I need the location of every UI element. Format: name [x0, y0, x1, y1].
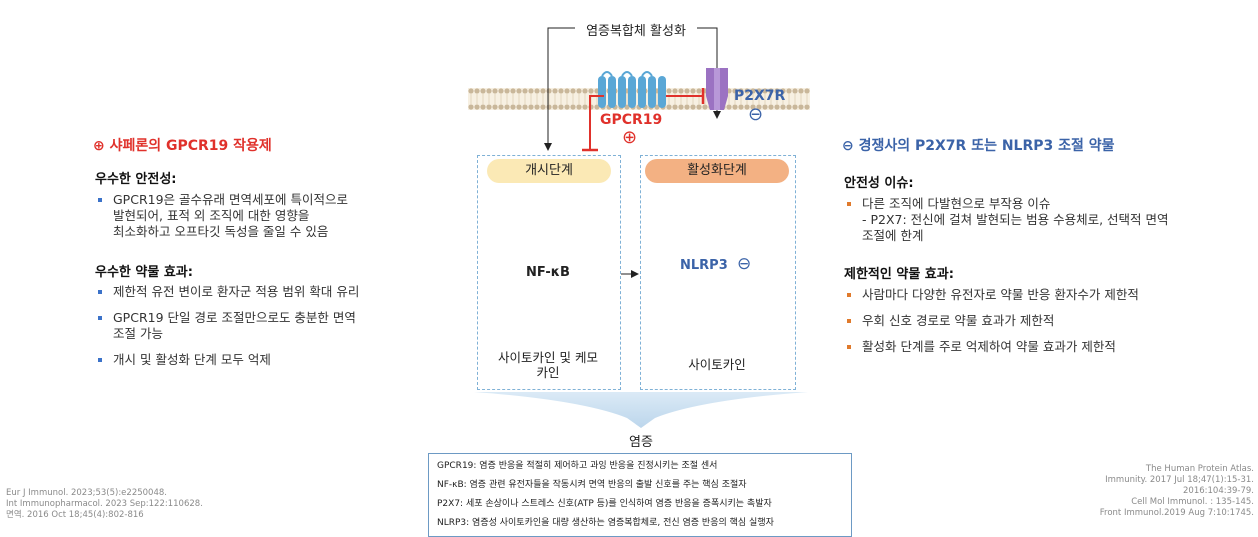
list-item: GPCR19은 골수유래 면역세포에 특이적으로 발현되어, 표적 외 조직에 …: [95, 192, 435, 240]
right-safety-list: 다른 조직에 다발현으로 부작용 이슈 - P2X7: 전신에 걸쳐 발현되는 …: [844, 196, 1244, 254]
list-item: 활성화 단계를 주로 억제하여 약물 효과가 제한적: [844, 339, 1244, 355]
activation-stage-label: 활성화단계: [645, 159, 789, 183]
right-section-heading-safety: 안전성 이슈:: [844, 176, 914, 191]
list-item: GPCR19 단일 경로 조절만으로도 충분한 면역 조절 가능: [95, 310, 435, 342]
glossary-box: GPCR19: 염증 반응을 적절히 제어하고 과잉 반응을 진정시키는 조절 …: [428, 453, 852, 537]
right-section-heading-efficacy: 제한적인 약물 효과:: [844, 267, 954, 282]
nlrp3-label: NLRP3: [680, 258, 728, 273]
gpcr19-receptor-icon: [598, 71, 666, 108]
list-item: 개시 및 활성화 단계 모두 억제: [95, 352, 435, 368]
inflammation-funnel: [474, 392, 808, 428]
activation-output-label: 사이토카인: [688, 357, 746, 372]
left-efficacy-list: 제한적 유전 변이로 환자군 적용 범위 확대 유리 GPCR19 단일 경로 …: [95, 284, 435, 378]
inflammasome-activation-label: 염증복합체 활성화: [586, 24, 686, 39]
left-section-heading-efficacy: 우수한 약물 효과:: [95, 265, 193, 280]
p2x7r-minus-icon: ⊖: [748, 104, 764, 125]
references-right: The Human Protein Atlas. Immunity. 2017 …: [1099, 464, 1254, 518]
priming-stage-label: 개시단계: [487, 159, 611, 183]
p2x7r-label: P2X7R: [734, 88, 786, 104]
glossary-item: NLRP3: 염증성 사이토카인을 대량 생산하는 염증복합체로, 전신 염증 …: [437, 518, 774, 528]
glossary-item: NF-κB: 염증 관련 유전자들을 작동시켜 면역 반응의 출발 신호를 주는…: [437, 480, 747, 490]
left-section-heading-safety: 우수한 안전성:: [95, 172, 177, 187]
nfkb-label: NF-κB: [526, 265, 570, 280]
right-panel-title: ⊖ 경쟁사의 P2X7R 또는 NLRP3 조절 약물: [842, 138, 1115, 154]
left-safety-list: GPCR19은 골수유래 면역세포에 특이적으로 발현되어, 표적 외 조직에 …: [95, 192, 435, 250]
list-item: 제한적 유전 변이로 환자군 적용 범위 확대 유리: [95, 284, 435, 300]
activation-stage-box: [640, 155, 796, 390]
list-item: 사람마다 다양한 유전자로 약물 반응 환자수가 제한적: [844, 287, 1244, 303]
nlrp3-minus-icon: ⊖: [737, 254, 752, 274]
glossary-item: GPCR19: 염증 반응을 적절히 제어하고 과잉 반응을 진정시키는 조절 …: [437, 461, 718, 471]
glossary-item: P2X7: 세포 손상이나 스트레스 신호(ATP 등)를 인식하여 염증 반응…: [437, 499, 772, 509]
list-item: 우회 신호 경로로 약물 효과가 제한적: [844, 313, 1244, 329]
priming-output-label: 사이토카인 및 케모 카인: [498, 350, 598, 380]
activation-arrow-left: [547, 27, 575, 40]
priming-stage-box: [477, 155, 621, 390]
gpcr19-plus-icon: ⊕: [622, 127, 638, 148]
list-item: 다른 조직에 다발현으로 부작용 이슈 - P2X7: 전신에 걸쳐 발현되는 …: [844, 196, 1244, 244]
inflammation-label: 염증: [629, 435, 653, 450]
left-panel-title: ⊕ 샤페론의 GPCR19 작용제: [93, 138, 272, 154]
gpcr19-label: GPCR19: [600, 112, 663, 128]
gpcr19-inhibits-priming: [589, 95, 604, 150]
references-left: Eur J Immunol. 2023;53(5):e2250048. Int …: [6, 488, 203, 520]
p2x7r-receptor-icon: [706, 68, 728, 110]
right-efficacy-list: 사람마다 다양한 유전자로 약물 반응 환자수가 제한적 우회 신호 경로로 약…: [844, 287, 1244, 365]
